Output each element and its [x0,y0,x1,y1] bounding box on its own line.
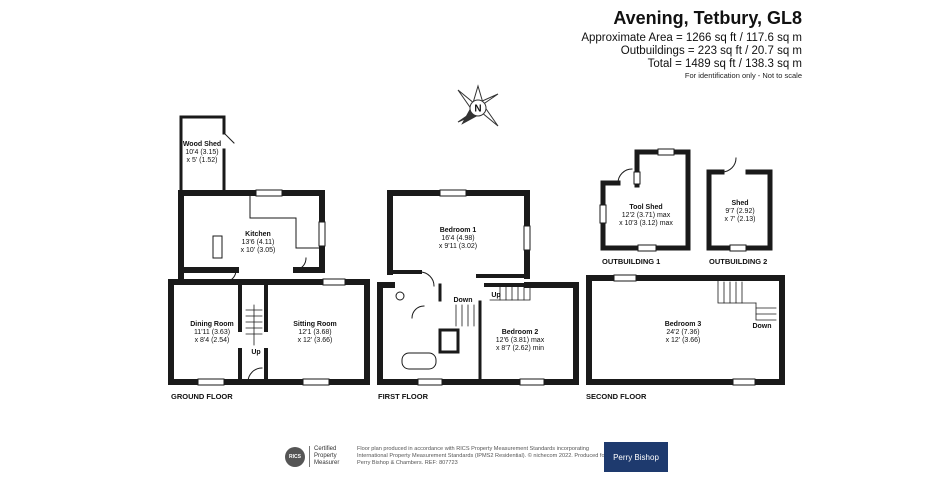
tool-shed-dim1: 12'2 (3.71) max [622,212,671,219]
area-summary: Approximate Area = 1266 sq ft / 117.6 sq… [581,32,802,71]
stairs-up-first: Up [491,292,500,299]
sitting-room-dim2: x 12' (3.66) [298,337,333,344]
first-floor-label: FIRST FLOOR [378,392,429,401]
bedroom3-dim1: 24'2 (7.36) [666,329,699,336]
tool-shed-dim2: x 10'3 (3.12) max [619,220,673,227]
bedroom1-dim2: x 9'11 (3.02) [439,243,477,250]
bedroom2-dim1: 12'6 (3.81) max [496,337,545,344]
ground-floor-plan [168,115,370,386]
rics-line-1: Certified [314,446,337,452]
shed-name: Shed [731,200,748,207]
tool-shed-name: Tool Shed [629,204,662,211]
kitchen-dim1: 13'6 (4.11) [242,239,275,246]
dining-room-dim2: x 8'4 (2.54) [195,337,230,344]
bedroom3-name: Bedroom 3 [665,321,702,328]
stairs-down-second: Down [752,323,771,330]
sitting-room-name: Sitting Room [293,321,337,328]
rics-text: Certified Property Measurer [309,446,339,467]
second-floor-plan [586,274,785,386]
stairs-up-ground: Up [251,349,260,356]
kitchen-name: Kitchen [245,231,271,238]
footer-disclaimer: Floor plan produced in accordance with R… [357,446,607,467]
bedroom2-dim2: x 8'7 (2.62) min [496,345,544,352]
rics-badge: RICS Certified Property Measurer [285,446,339,467]
outbuilding-2-plan [706,157,773,252]
compass-icon: N [457,84,499,127]
bedroom1-name: Bedroom 1 [440,227,477,234]
total-area: Total = 1489 sq ft / 138.3 sq m [647,58,802,70]
kitchen-dim2: x 10' (3.05) [241,247,276,254]
rics-line-3: Measurer [314,460,340,466]
second-floor-label: SECOND FLOOR [586,392,647,401]
property-title: Avening, Tetbury, GL8 [613,8,802,28]
first-floor-plan [377,189,579,386]
bedroom1-dim1: 16'4 (4.98) [441,235,474,242]
stairs-down-first: Down [453,297,472,304]
wood-shed-dim2: x 5' (1.52) [187,157,218,164]
scale-note: For identification only - Not to scale [684,71,802,80]
outbuildings-area: Outbuildings = 223 sq ft / 20.7 sq m [620,45,802,57]
wood-shed-name: Wood Shed [183,141,221,148]
sitting-room-dim1: 12'1 (3.68) [298,329,331,336]
rics-line-2: Property [314,453,337,459]
rics-logo: RICS [285,446,305,467]
shed-dim1: 9'7 (2.92) [725,208,754,215]
ground-floor-label: GROUND FLOOR [171,392,233,401]
wood-shed-dim1: 10'4 (3.15) [185,149,218,156]
dining-room-dim1: 11'11 (3.63) [194,329,230,336]
compass-letter: N [474,104,481,115]
approx-area: Approximate Area = 1266 sq ft / 117.6 sq… [581,32,802,44]
outbuilding-1-label: OUTBUILDING 1 [602,257,660,266]
bedroom2-name: Bedroom 2 [502,329,539,336]
brand-logo: Perry Bishop [604,442,668,472]
outbuilding-2-label: OUTBUILDING 2 [709,257,767,266]
outbuilding-1-plan [599,148,691,252]
shed-dim2: x 7' (2.13) [725,216,756,223]
dining-room-name: Dining Room [190,321,234,328]
bedroom3-dim2: x 12' (3.66) [666,337,701,344]
